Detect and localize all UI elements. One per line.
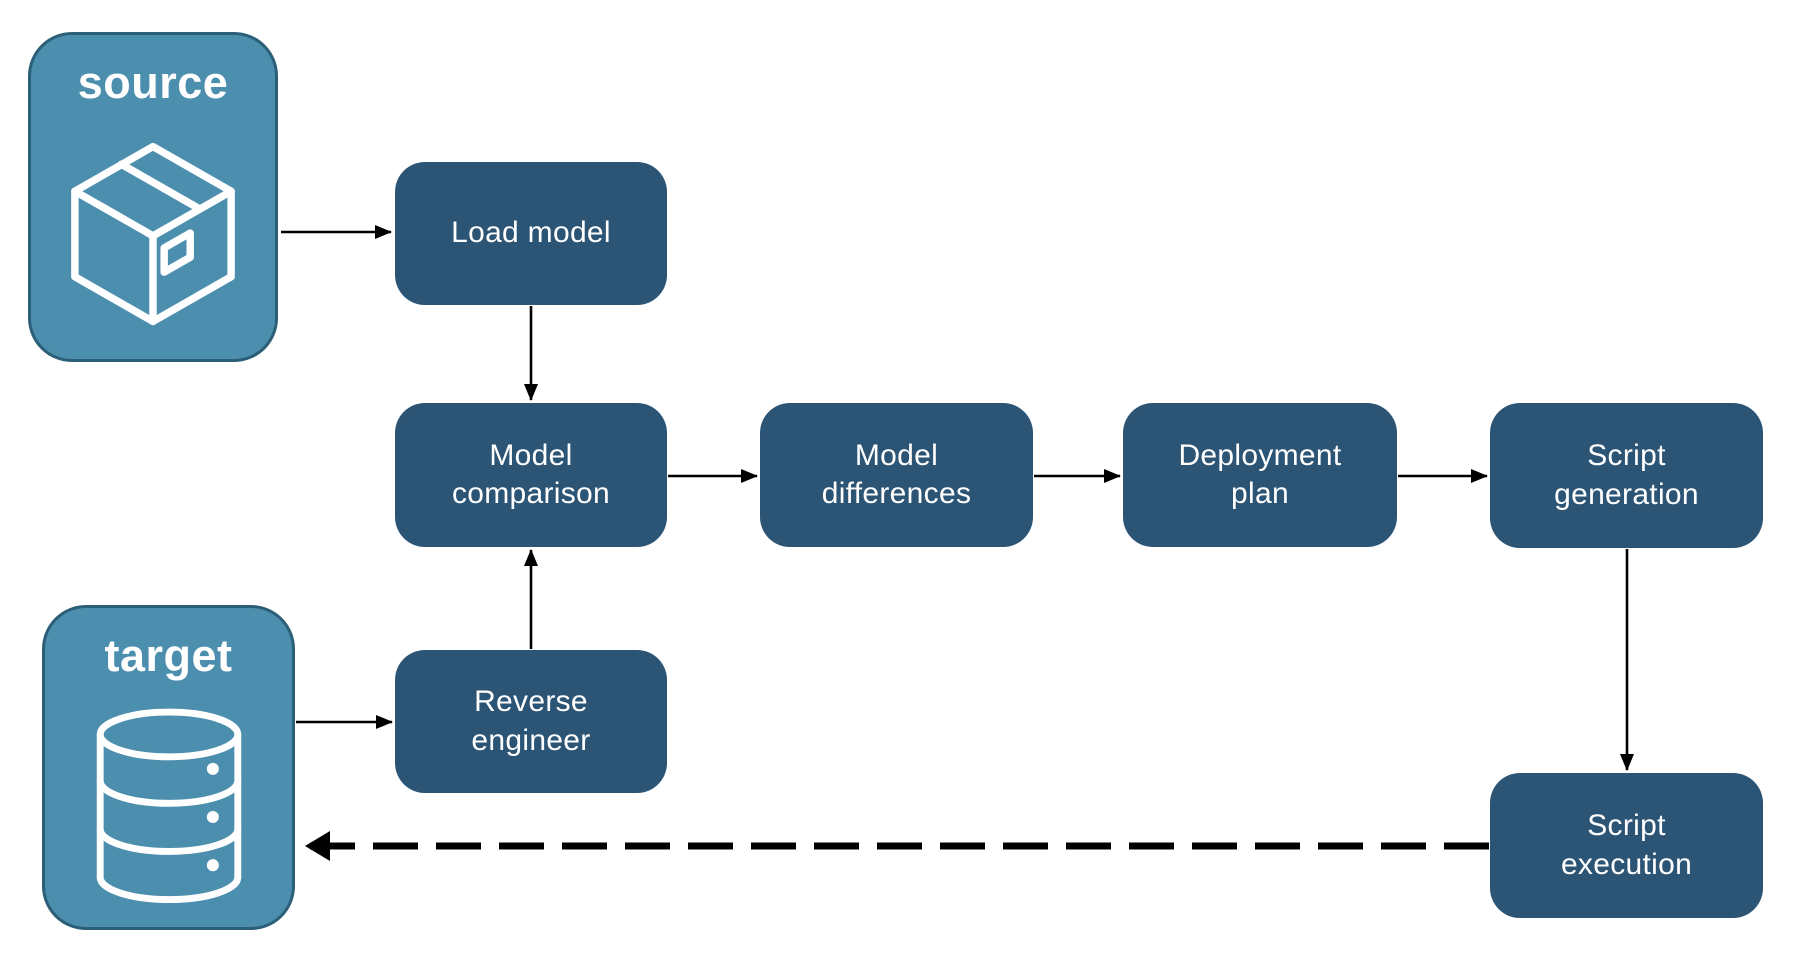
node-label: Reverse engineer bbox=[471, 685, 591, 757]
node-deployment-plan: Deployment plan bbox=[1123, 403, 1397, 547]
package-icon bbox=[31, 109, 275, 359]
node-model-comparison: Model comparison bbox=[395, 403, 667, 547]
node-label: Deployment plan bbox=[1178, 438, 1342, 510]
database-icon bbox=[45, 682, 292, 927]
node-label: Model differences bbox=[821, 438, 972, 510]
node-script-generation: Script generation bbox=[1490, 403, 1763, 548]
node-label: Model comparison bbox=[451, 438, 611, 510]
node-script-execution: Script execution bbox=[1490, 773, 1763, 918]
node-load-model: Load model bbox=[395, 162, 667, 305]
endpoint-target: target bbox=[42, 605, 295, 930]
node-model-differences: Model differences bbox=[760, 403, 1033, 547]
node-reverse-engineer: Reverse engineer bbox=[395, 650, 667, 793]
endpoint-source-label: source bbox=[77, 57, 229, 108]
node-label: Load model bbox=[451, 216, 611, 250]
endpoint-target-label: target bbox=[104, 630, 233, 681]
endpoint-source: source bbox=[28, 32, 278, 362]
node-label: Script generation bbox=[1554, 439, 1699, 511]
node-label: Script execution bbox=[1560, 809, 1693, 881]
